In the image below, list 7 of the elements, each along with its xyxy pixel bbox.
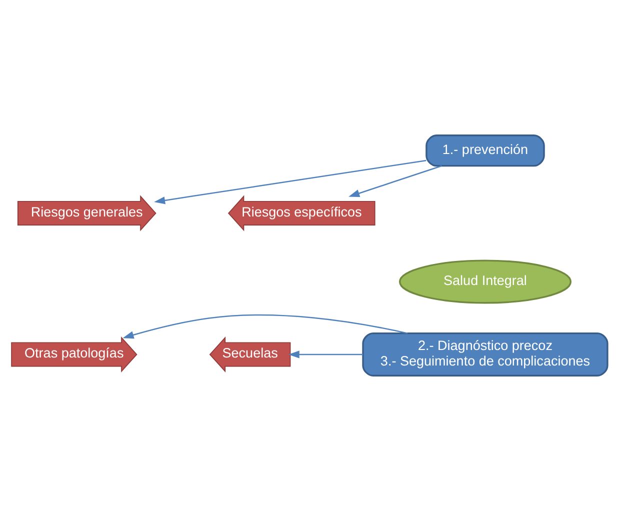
node-box: 2.- Diagnóstico precoz 3.- Seguimiento de complicaciones (362, 332, 608, 376)
node-ellipse: Salud Integral (398, 259, 572, 304)
arrow (122, 314, 408, 338)
arrow (154, 159, 426, 204)
arrow (348, 164, 442, 196)
node-box: 1.- prevención (426, 134, 545, 166)
arrow (288, 350, 363, 358)
